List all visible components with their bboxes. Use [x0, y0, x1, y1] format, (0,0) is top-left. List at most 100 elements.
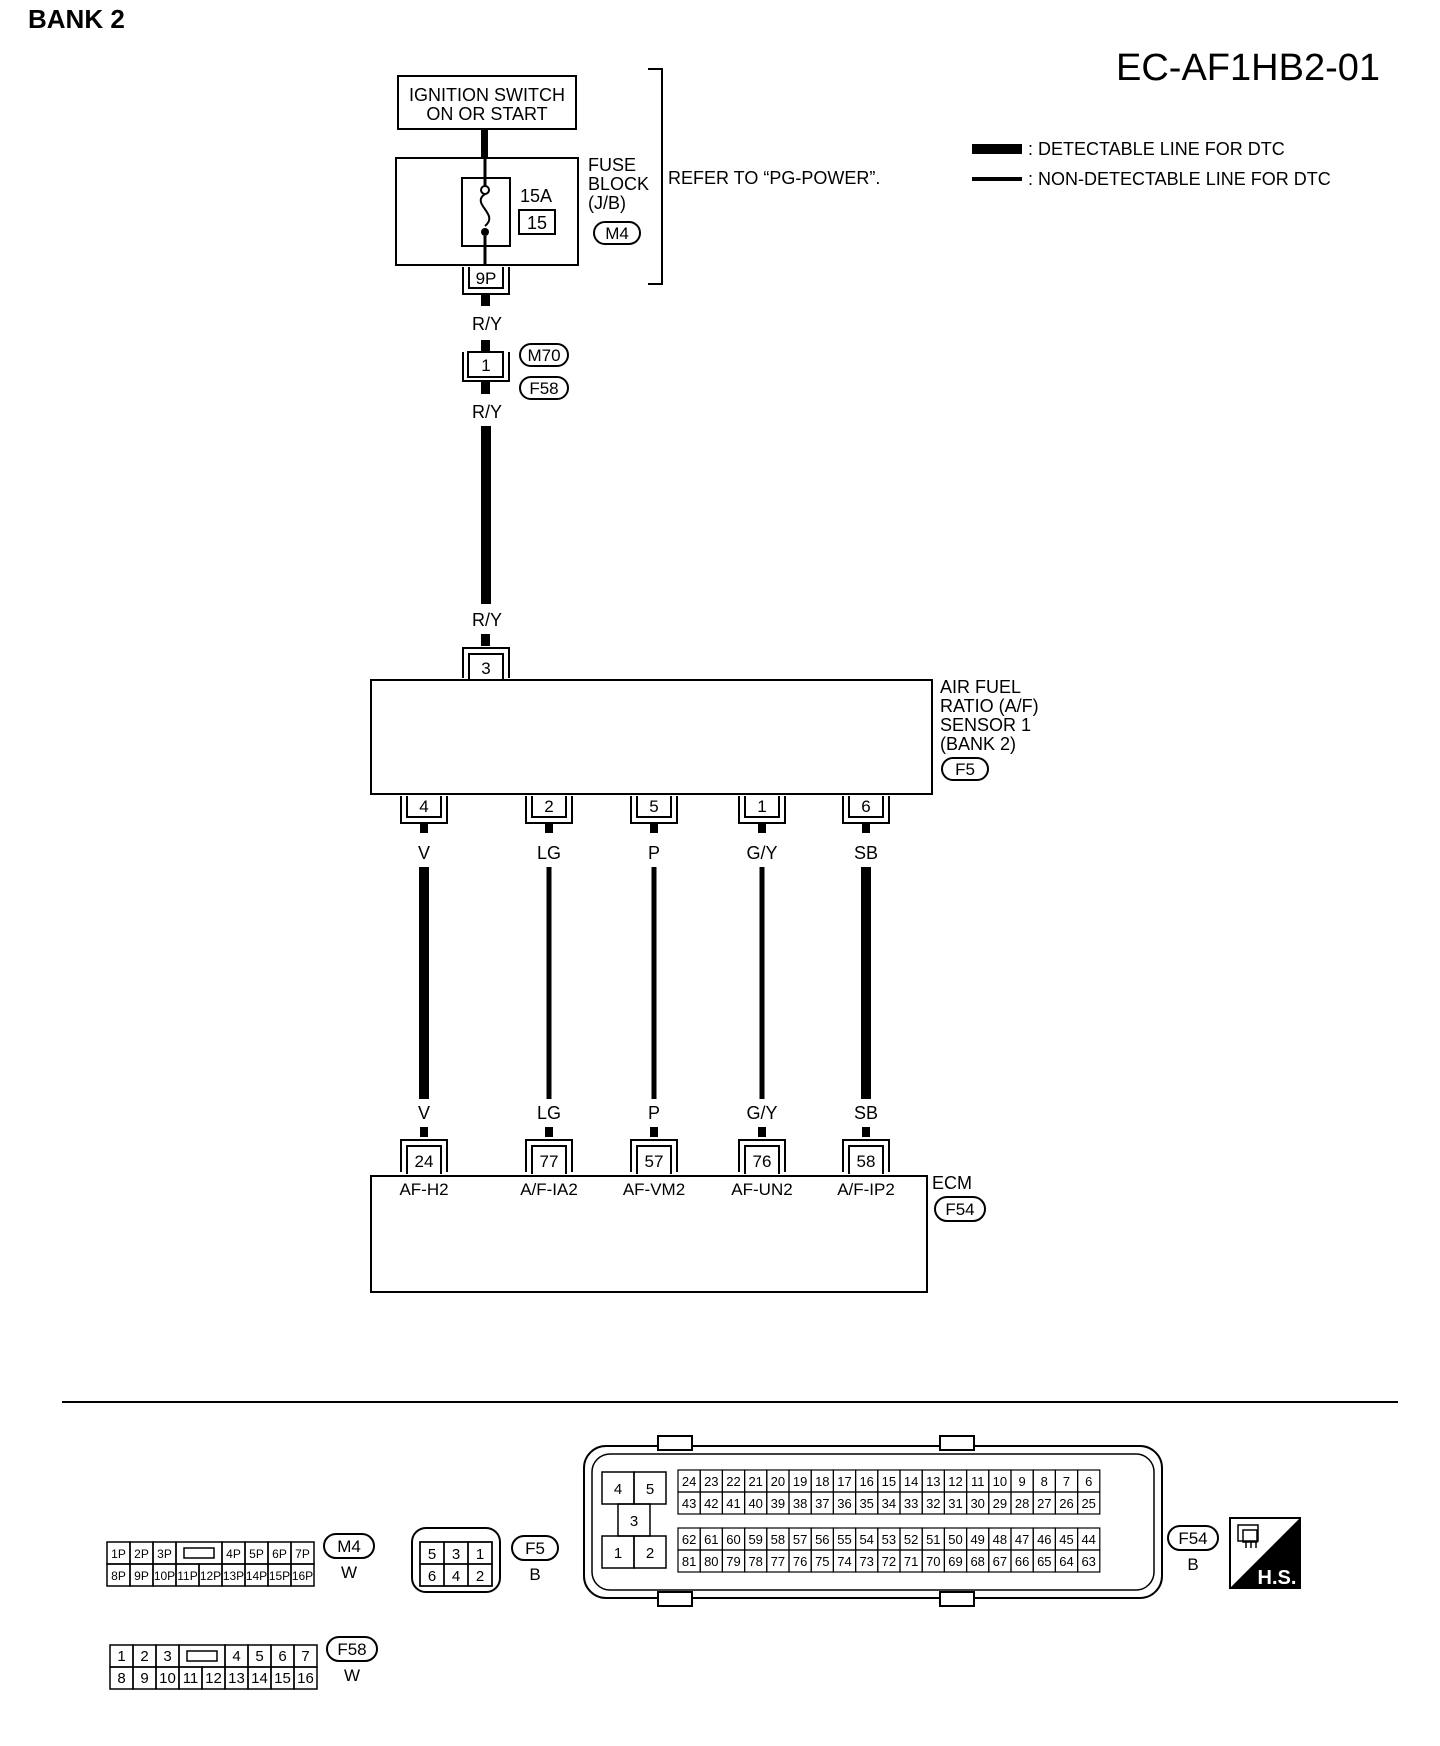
refer-text: REFER TO “PG-POWER”. [668, 168, 880, 188]
connector-cell: 7P [295, 1547, 310, 1561]
sensor-name-line2: RATIO (A/F) [940, 696, 1039, 716]
ecm-pin-58: 58 [857, 1152, 876, 1171]
connector-cell: 8 [117, 1670, 125, 1687]
signal-wires: 4VV24AF-H22LGLG77A/F-IA25PP57AF-VM21G/YG… [399, 796, 895, 1199]
connector-cell: 10P [154, 1569, 175, 1583]
connector-cell: 11 [971, 1474, 985, 1489]
connector-cell: 5 [428, 1546, 436, 1563]
hs-label: H.S. [1258, 1567, 1297, 1589]
sensor-pin-6: 6 [861, 797, 870, 816]
connector-cell: 42 [704, 1496, 718, 1511]
connector-cell: 14 [904, 1474, 918, 1489]
ry-wire-stub-2 [481, 634, 490, 646]
connector-cell: 60 [726, 1532, 740, 1547]
connector-cell: 30 [970, 1496, 984, 1511]
wire-color-top: SB [854, 843, 878, 863]
connector-id: F54 [1178, 1529, 1207, 1548]
connector-cell: 39 [771, 1496, 785, 1511]
connector-cell: 12P [200, 1569, 221, 1583]
ecm-pin-24: 24 [415, 1152, 434, 1171]
fuse-rating: 15A [520, 186, 552, 206]
connector-cell: 53 [882, 1532, 896, 1547]
legend-detectable-text: : DETECTABLE LINE FOR DTC [1028, 139, 1285, 159]
connector-cell: 55 [837, 1532, 851, 1547]
connector-cell: 17 [837, 1474, 851, 1489]
sensor-connector-id: F5 [955, 760, 975, 779]
connector-cell: 72 [882, 1554, 896, 1569]
connector-cell: 65 [1037, 1554, 1051, 1569]
wire-line [861, 867, 871, 1099]
connector-cell: 1 [614, 1545, 622, 1562]
fuse-line3: (J/B) [588, 193, 626, 213]
connector-cell: 5P [249, 1547, 264, 1561]
connector-cell: 37 [815, 1496, 829, 1511]
connector-cell: 2P [134, 1547, 149, 1561]
connector-color: B [1187, 1555, 1198, 1574]
connector-cell: 40 [748, 1496, 762, 1511]
connector-cell: 47 [1015, 1532, 1029, 1547]
ignition-wire [481, 129, 488, 159]
connector-cell: 14 [251, 1670, 268, 1687]
ry-wire-label-3: R/Y [472, 610, 502, 630]
ecm-terminal-label: AF-UN2 [731, 1180, 792, 1199]
connector-cell: 35 [859, 1496, 873, 1511]
sensor-name-line4: (BANK 2) [940, 734, 1016, 754]
connector-cell: 79 [726, 1554, 740, 1569]
wire-line [759, 867, 765, 1099]
harness-icon [1237, 1524, 1259, 1548]
connector-cell: 2 [140, 1648, 148, 1665]
joint-connector-f58: F58 [529, 379, 558, 398]
ecm: ECM F54 [370, 1173, 986, 1293]
ecm-terminal-label: A/F-IP2 [837, 1180, 895, 1199]
ignition-line2: ON OR START [426, 104, 547, 124]
connector-cell: 1P [111, 1547, 126, 1561]
connector-cell: 4 [614, 1481, 622, 1498]
diagram-code: EC-AF1HB2-01 [1116, 47, 1380, 89]
ecm-terminal-label: A/F-IA2 [520, 1180, 578, 1199]
connector-cell: 4 [452, 1568, 460, 1585]
connector-cell: 73 [859, 1554, 873, 1569]
wire-line [651, 867, 657, 1099]
ry-main-wire [481, 426, 491, 604]
connector-cell: 13 [228, 1670, 245, 1687]
connector-cell: 9P [134, 1569, 149, 1583]
ecm-terminal-label: AF-H2 [399, 1180, 448, 1199]
connector-cell: 16 [859, 1474, 873, 1489]
connector-cell: 3 [630, 1513, 638, 1530]
connector-cell: 1 [117, 1648, 125, 1665]
connector-cell: 12 [948, 1474, 962, 1489]
connector-cell: 58 [771, 1532, 785, 1547]
wire-color-top: P [648, 843, 660, 863]
connector-cell: 11P [177, 1569, 197, 1583]
connector-cell: 67 [993, 1554, 1007, 1569]
connector-cell: 41 [726, 1496, 740, 1511]
connector-cell: 16 [297, 1670, 314, 1687]
connector-cell: 3P [157, 1547, 172, 1561]
connector-cell: 70 [926, 1554, 940, 1569]
wire-color-bottom: V [418, 1103, 430, 1123]
ecm-pin-57: 57 [645, 1152, 664, 1171]
connector-cell: 63 [1081, 1554, 1095, 1569]
connector-cell: 69 [948, 1554, 962, 1569]
connector-key [186, 1650, 218, 1662]
connector-cell: 75 [815, 1554, 829, 1569]
connector-cell: 31 [948, 1496, 962, 1511]
ignition-line1: IGNITION SWITCH [409, 85, 565, 105]
connector-cell: 6 [278, 1648, 286, 1665]
connector-cell: 3 [452, 1546, 460, 1563]
connector-cell: 51 [926, 1532, 940, 1547]
connector-cell: 57 [793, 1532, 807, 1547]
connector-id: M4 [337, 1537, 361, 1556]
ecm-terminal-label: AF-VM2 [623, 1180, 685, 1199]
sensor-power-pin-connector: 3 [462, 647, 510, 680]
sensor-pin-4: 4 [419, 797, 428, 816]
connector-cell: 2 [646, 1545, 654, 1562]
connector-color: W [344, 1666, 360, 1685]
connector-cell: 8P [111, 1569, 126, 1583]
connector-cell: 14P [246, 1569, 267, 1583]
